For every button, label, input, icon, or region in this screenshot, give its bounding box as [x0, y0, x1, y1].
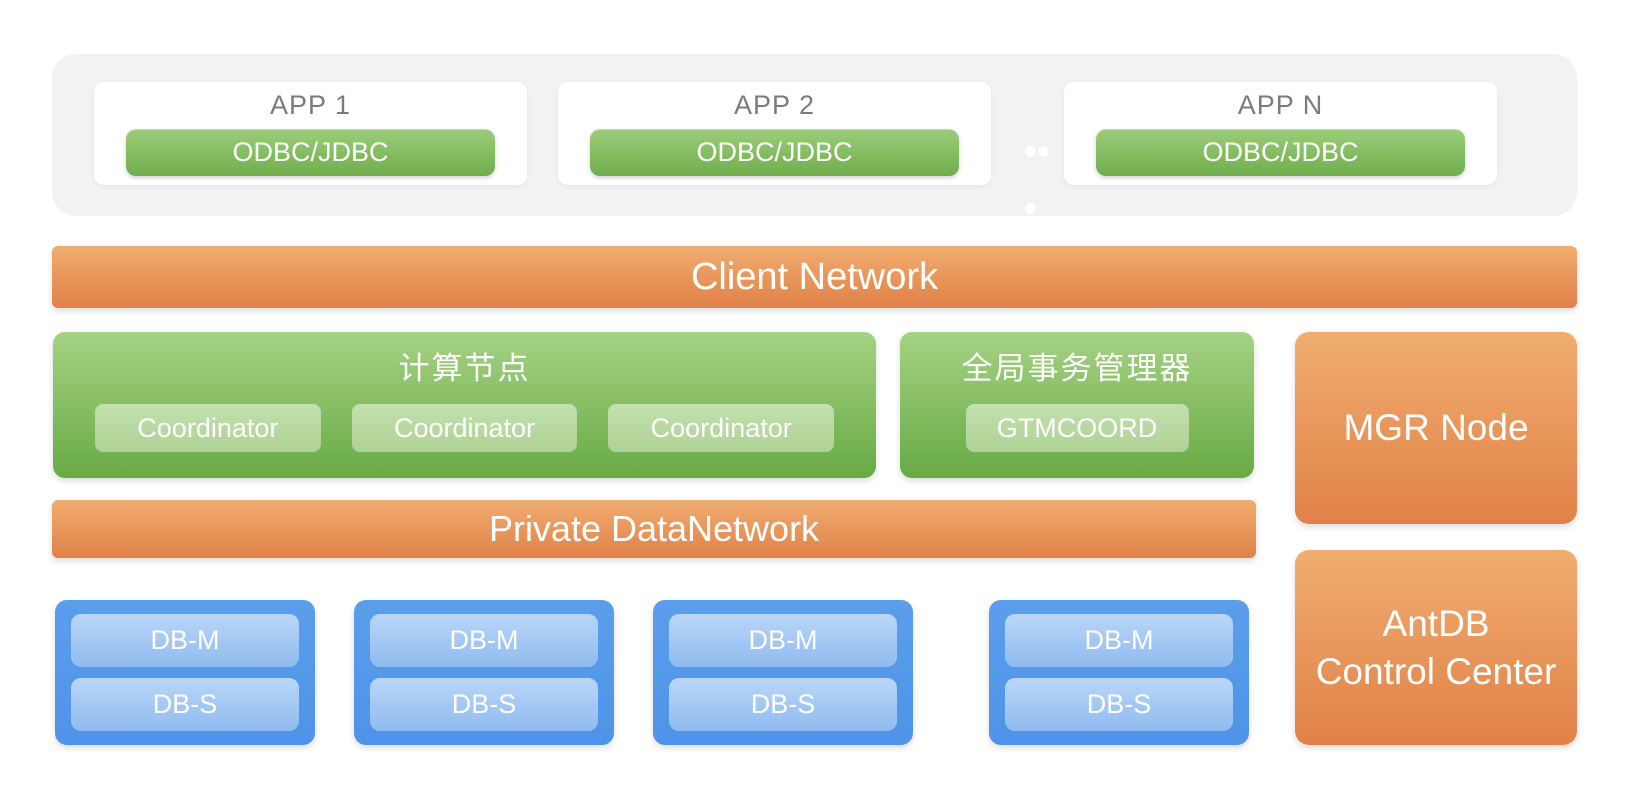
- db-master-node: DB-M: [669, 614, 897, 667]
- ellipsis-dot: [1025, 146, 1036, 157]
- compute-node-title: 计算节点: [398, 351, 531, 386]
- data-node-group: DB-M DB-S: [55, 600, 315, 745]
- private-data-network-label: Private DataNetwork: [488, 508, 820, 549]
- db-master-node: DB-M: [1005, 614, 1233, 667]
- gtmcoord-chip: GTMCOORD: [965, 404, 1189, 452]
- gtm-chip-row: GTMCOORD: [942, 404, 1212, 452]
- data-node-group: DB-M DB-S: [653, 600, 913, 745]
- gtm-box: 全局事务管理器 GTMCOORD: [900, 332, 1254, 478]
- gtm-title: 全局事务管理器: [961, 351, 1193, 386]
- app-card: APP 1 ODBC/JDBC: [94, 82, 527, 185]
- app-title: APP 2: [733, 90, 816, 120]
- client-network-label: Client Network: [690, 255, 939, 298]
- data-node-group: DB-M DB-S: [354, 600, 614, 745]
- client-network-bar: Client Network: [52, 246, 1577, 308]
- data-node-group: DB-M DB-S: [989, 600, 1249, 745]
- app-title: APP 1: [269, 90, 352, 120]
- coordinator-chip: Coordinator: [608, 404, 835, 452]
- control-center-box: AntDB Control Center: [1295, 550, 1577, 745]
- ellipsis-dot: [1038, 146, 1049, 157]
- db-slave-node: DB-S: [669, 678, 897, 731]
- compute-node-box: 计算节点 Coordinator Coordinator Coordinator: [53, 332, 876, 478]
- coordinator-row: Coordinator Coordinator Coordinator: [95, 404, 835, 452]
- control-center-label-line1: AntDB: [1382, 602, 1490, 644]
- db-master-node: DB-M: [370, 614, 598, 667]
- coordinator-chip: Coordinator: [95, 404, 321, 452]
- db-master-node: DB-M: [71, 614, 299, 667]
- app-card: APP N ODBC/JDBC: [1064, 82, 1497, 185]
- control-center-label-line2: Control Center: [1315, 650, 1557, 692]
- app-card: APP 2 ODBC/JDBC: [558, 82, 991, 185]
- data-node-row: DB-M DB-S DB-M DB-S DB-M DB-S DB-M DB-S: [52, 600, 1256, 745]
- db-slave-node: DB-S: [71, 678, 299, 731]
- mgr-node-label: MGR Node: [1343, 407, 1529, 448]
- mgr-node-box: MGR Node: [1295, 332, 1577, 524]
- app-layer-panel: APP 1 ODBC/JDBC APP 2 ODBC/JDBC APP N OD…: [52, 54, 1577, 216]
- db-slave-node: DB-S: [370, 678, 598, 731]
- odbc-jdbc-chip: ODBC/JDBC: [126, 129, 495, 176]
- db-slave-node: DB-S: [1005, 678, 1233, 731]
- coordinator-chip: Coordinator: [351, 404, 578, 452]
- private-data-network-bar: Private DataNetwork: [52, 500, 1256, 558]
- app-title: APP N: [1237, 90, 1324, 120]
- odbc-jdbc-chip: ODBC/JDBC: [590, 129, 959, 176]
- ellipsis-dot: [1025, 203, 1036, 214]
- odbc-jdbc-chip: ODBC/JDBC: [1096, 129, 1465, 176]
